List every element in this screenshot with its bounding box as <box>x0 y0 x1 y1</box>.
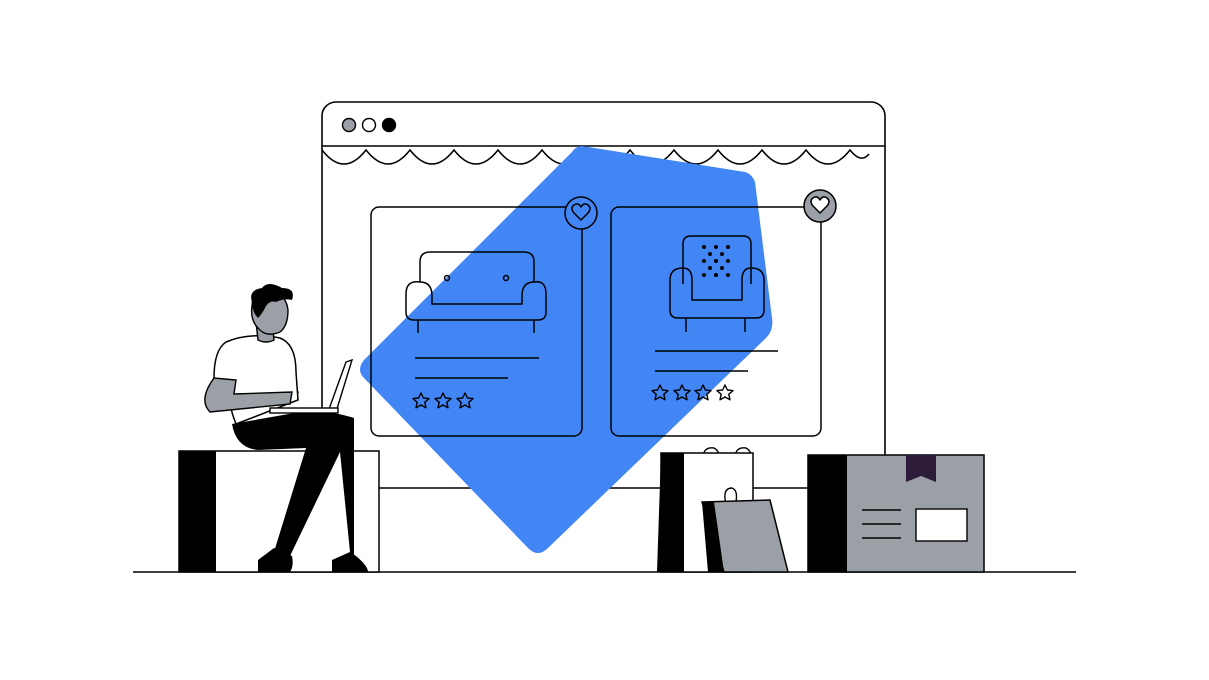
laptop-base <box>269 407 339 414</box>
heart-icon <box>571 203 591 221</box>
person-with-laptop <box>204 284 368 572</box>
rating-stars <box>651 384 734 401</box>
star-icon <box>651 384 669 401</box>
person-arm-front <box>204 377 293 413</box>
rating-stars <box>412 392 474 409</box>
accent-blue-shape <box>360 146 773 553</box>
person-shoe <box>332 552 368 572</box>
star-icon <box>412 392 430 409</box>
window-dot-white[interactable] <box>361 117 377 133</box>
star-icon <box>716 384 734 401</box>
star-icon <box>673 384 691 401</box>
product-card-frame <box>370 206 583 437</box>
window-dot-gray[interactable] <box>341 117 357 133</box>
favorite-button[interactable] <box>564 196 598 230</box>
cardboard-box <box>807 454 985 573</box>
product-card-frame <box>610 206 822 437</box>
heart-icon <box>810 196 830 214</box>
star-icon <box>694 384 712 401</box>
star-icon <box>434 392 452 409</box>
tufted-pattern <box>702 245 730 277</box>
person-hair <box>251 284 293 318</box>
product-card-armchair[interactable] <box>610 189 837 437</box>
favorite-button[interactable] <box>803 189 837 223</box>
person-shoe <box>258 548 293 572</box>
sofa-icon <box>405 251 547 333</box>
box-tape <box>906 455 936 482</box>
shopping-bag-front <box>700 487 789 573</box>
person-legs <box>232 411 354 556</box>
star-icon <box>456 392 474 409</box>
window-dot-black[interactable] <box>381 117 397 133</box>
armchair-icon <box>669 235 765 332</box>
box-shipping-label <box>915 508 968 542</box>
product-card-sofa[interactable] <box>370 196 598 437</box>
